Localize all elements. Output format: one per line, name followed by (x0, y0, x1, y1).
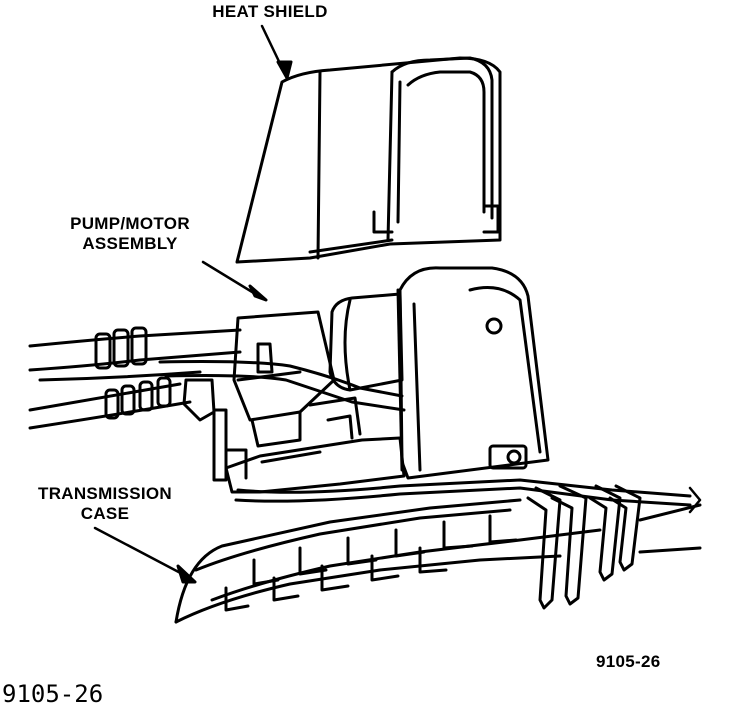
transmission-text-line2: CASE (80, 504, 130, 523)
heat-shield-drawing (235, 56, 502, 264)
pump-motor-label: PUMP/MOTOR ASSEMBLY (50, 214, 210, 254)
figure-number: 9105-26 (596, 652, 661, 671)
heat-shield-text: HEAT SHIELD (212, 2, 328, 21)
transmission-case-drawing (174, 498, 702, 624)
heat-shield-leader (260, 24, 293, 80)
hoses-drawing (28, 326, 406, 430)
caption-text: 9105-26 (2, 680, 104, 708)
pump-motor-drawing (182, 266, 702, 514)
connector-clips-drawing (526, 484, 642, 610)
heat-shield-label: HEAT SHIELD (190, 2, 350, 22)
pump-motor-text-line2: ASSEMBLY (82, 234, 178, 253)
transmission-case-leader (93, 526, 197, 584)
pump-motor-leader (201, 260, 268, 302)
transmission-case-label: TRANSMISSION CASE (10, 484, 200, 524)
pump-motor-text-line1: PUMP/MOTOR (70, 214, 190, 233)
transmission-text-line1: TRANSMISSION (38, 484, 172, 503)
